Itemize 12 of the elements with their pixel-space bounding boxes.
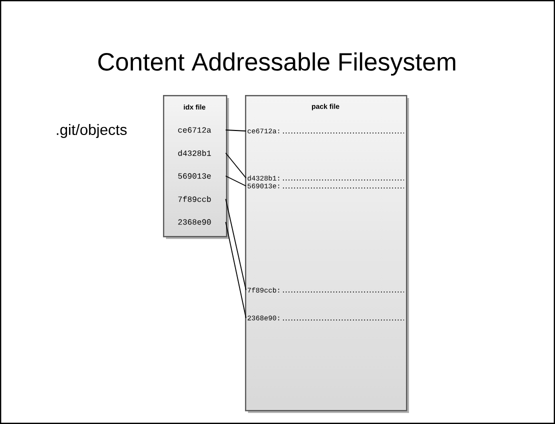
slide-title: Content Addressable Filesystem (98, 52, 456, 76)
connector-line (225, 198, 246, 290)
hash-entry: ce6712a (178, 127, 212, 133)
hash-entry: 7f89ccb (178, 196, 211, 202)
connector-line (225, 176, 246, 186)
connector-line (225, 152, 246, 178)
connector-line (225, 222, 246, 318)
hash-entry: 2368e90 (178, 219, 211, 225)
connector-line (225, 130, 246, 132)
hash-entry: 569013e (178, 173, 211, 179)
hash-entry: d4328b1 (178, 150, 211, 156)
path-label: .git/objects (56, 124, 127, 138)
